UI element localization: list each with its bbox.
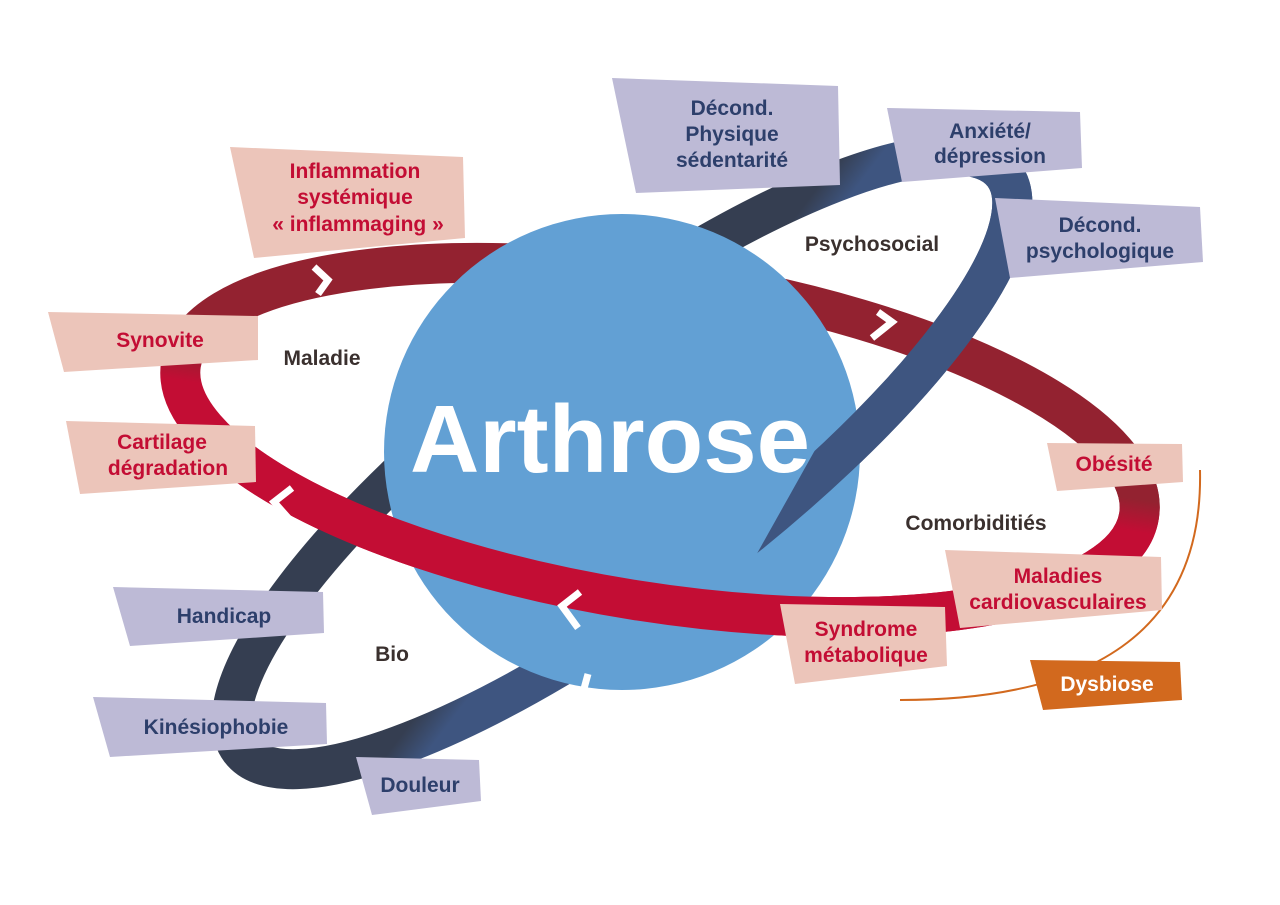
svg-text:Dysbiose: Dysbiose — [1060, 673, 1153, 696]
chevron-icon — [557, 589, 583, 631]
label-kinesiophobie: Kinésiophobie — [93, 697, 327, 757]
label-obesite: Obésité — [1047, 443, 1183, 491]
zone-comorbidites: Comorbiditiés — [905, 512, 1046, 535]
svg-text:Douleur: Douleur — [380, 774, 459, 797]
svg-text:Décond.psychologique: Décond.psychologique — [1026, 214, 1174, 263]
label-decond-psycho: Décond.psychologique — [995, 198, 1203, 278]
label-handicap: Handicap — [113, 587, 324, 646]
chevron-icon — [311, 264, 333, 297]
svg-text:Synovite: Synovite — [116, 329, 204, 352]
svg-text:Kinésiophobie: Kinésiophobie — [144, 716, 289, 739]
svg-text:Obésité: Obésité — [1075, 453, 1152, 476]
label-dysbiose: Dysbiose — [1030, 660, 1182, 710]
label-douleur: Douleur — [356, 757, 481, 815]
chevron-icon — [268, 485, 295, 523]
zone-psychosocial: Psychosocial — [805, 233, 939, 256]
zone-maladie: Maladie — [283, 347, 360, 370]
zone-bio: Bio — [375, 643, 409, 666]
orange-arc — [899, 469, 1202, 701]
red-ring-front — [160, 445, 1160, 638]
title-arthrose: Arthrose — [410, 386, 810, 493]
chevron-icon — [934, 387, 959, 414]
label-synovite: Synovite — [48, 312, 258, 372]
svg-text:Anxiété/dépression: Anxiété/dépression — [934, 120, 1046, 168]
chevron-icon — [869, 309, 898, 341]
label-anxiete: Anxiété/dépression — [887, 108, 1082, 182]
svg-text:Handicap: Handicap — [177, 605, 272, 628]
chevron-icon — [577, 673, 605, 704]
